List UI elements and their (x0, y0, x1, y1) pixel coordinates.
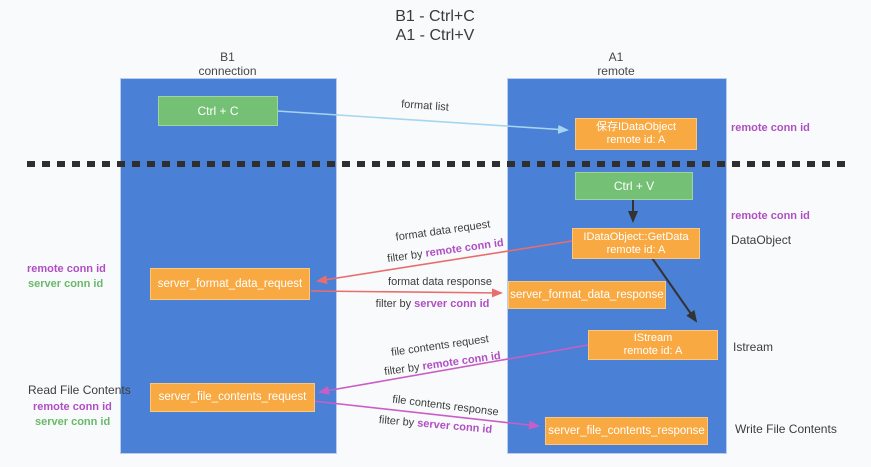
right-dataobject-label: DataObject (731, 233, 792, 247)
format-data-response-arrow (310, 288, 503, 298)
left-read-file-contents-label: Read File Contents (28, 383, 131, 397)
format-data-response-label: format data response (388, 276, 492, 288)
node-istream: IStream remote id: A (588, 330, 718, 360)
file-contents-request-arrow (318, 344, 589, 395)
right-write-file-contents-label: Write File Contents (735, 422, 837, 436)
lane-header-a1: A1 remote (507, 50, 725, 78)
lane-a1-role: remote (597, 64, 635, 78)
node-server-file-contents-request-label: server_file_contents_request (158, 391, 307, 403)
diagram-title: B1 - Ctrl+C A1 - Ctrl+V (300, 7, 570, 45)
node-save-idataobject-line2: remote id: A (606, 134, 666, 146)
server-conn-id-key: server conn id (414, 298, 490, 310)
node-server-file-contents-response-label: server_file_contents_response (548, 424, 705, 437)
node-istream-line2: remote id: A (623, 345, 683, 357)
node-save-idataobject-line1: 保存IDataObject (595, 121, 677, 133)
title-line-1: B1 - Ctrl+C (395, 8, 475, 25)
lane-header-b1: B1 connection (120, 50, 335, 78)
right-remote-conn-id-mid: remote conn id (731, 210, 810, 222)
node-istream-line1: IStream (633, 332, 673, 344)
lane-b1-role: connection (198, 64, 257, 78)
node-idataobject-getdata-line2: remote id: A (606, 243, 666, 256)
node-server-file-contents-response: server_file_contents_response (545, 417, 708, 445)
node-server-format-data-response: server_format_data_response (508, 281, 666, 309)
format-data-response-filter-label: filter by server conn id (375, 298, 490, 310)
node-ctrl-v-label: Ctrl + V (613, 178, 655, 193)
file-contents-response-arrow (312, 400, 540, 430)
right-remote-conn-id-top: remote conn id (731, 122, 810, 134)
right-istream-label: Istream (733, 340, 774, 354)
left-server-conn-id-top: server conn id (28, 278, 104, 290)
left-server-conn-id-bottom: server conn id (35, 416, 111, 428)
node-idataobject-getdata-line1: IDataObject::GetData (583, 230, 689, 243)
node-ctrl-v: Ctrl + V (575, 172, 693, 200)
filter-by-text: filter by (375, 298, 415, 310)
node-idataobject-getdata: IDataObject::GetData remote id: A (572, 228, 700, 259)
format-data-request-arrow (316, 240, 573, 285)
left-remote-conn-id-bottom: remote conn id (33, 401, 112, 413)
lane-a1-name: A1 (608, 50, 624, 64)
title-line-2: A1 - Ctrl+V (395, 27, 475, 44)
node-server-format-data-response-label: server_format_data_response (510, 288, 664, 301)
left-remote-conn-id-top: remote conn id (27, 263, 106, 275)
lane-b1-name: B1 (220, 50, 235, 64)
node-server-format-data-request-label: server_format_data_request (157, 277, 303, 290)
node-ctrl-c: Ctrl + C (158, 96, 278, 126)
getdata-to-istream-arrow (651, 257, 698, 323)
format-list-arrow (276, 110, 569, 134)
node-server-format-data-request: server_format_data_request (150, 268, 310, 300)
node-save-idataobject: 保存IDataObject remote id: A (575, 118, 697, 150)
node-ctrl-c-label: Ctrl + C (197, 103, 239, 118)
node-server-file-contents-request: server_file_contents_request (150, 383, 315, 412)
